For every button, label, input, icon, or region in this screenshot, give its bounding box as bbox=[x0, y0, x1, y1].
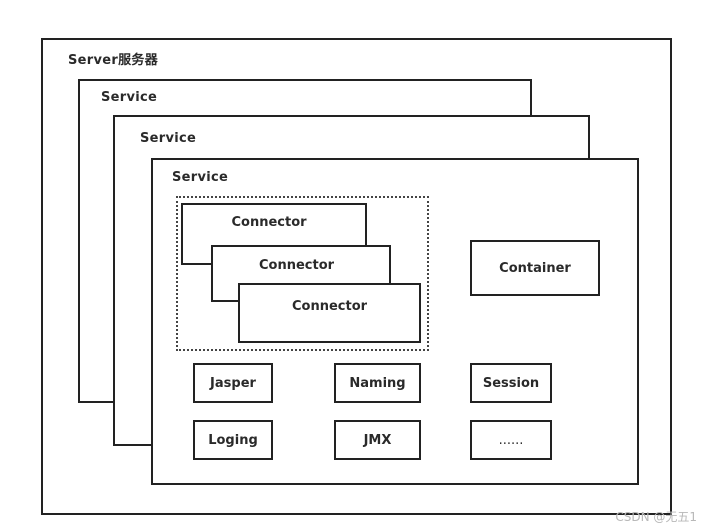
naming-box: Naming bbox=[334, 363, 421, 403]
service-label-3: Service bbox=[172, 170, 229, 185]
connector-box-3: Connector bbox=[238, 283, 421, 343]
jasper-box: Jasper bbox=[193, 363, 273, 403]
container-label: Container bbox=[499, 260, 571, 276]
jasper-label: Jasper bbox=[210, 375, 256, 391]
connector-label-3: Connector bbox=[291, 299, 368, 314]
connector-group bbox=[176, 196, 429, 351]
service-label-2: Service bbox=[140, 131, 197, 146]
session-box: Session bbox=[470, 363, 552, 403]
session-label: Session bbox=[482, 375, 540, 391]
loging-label: Loging bbox=[208, 432, 258, 448]
connector-label-1: Connector bbox=[231, 215, 307, 230]
container-box: Container bbox=[470, 240, 600, 296]
naming-label: Naming bbox=[349, 375, 406, 391]
ellipsis-label: ...... bbox=[498, 432, 524, 448]
jmx-box: JMX bbox=[334, 420, 421, 460]
connector-label-2: Connector bbox=[258, 258, 335, 273]
loging-box: Loging bbox=[193, 420, 273, 460]
ellipsis-box: ...... bbox=[470, 420, 552, 460]
server-label: Server服务器 bbox=[68, 53, 158, 68]
service-label-1: Service bbox=[101, 90, 158, 105]
watermark-text: CSDN @无五1 bbox=[615, 510, 697, 524]
jmx-label: JMX bbox=[363, 432, 392, 448]
